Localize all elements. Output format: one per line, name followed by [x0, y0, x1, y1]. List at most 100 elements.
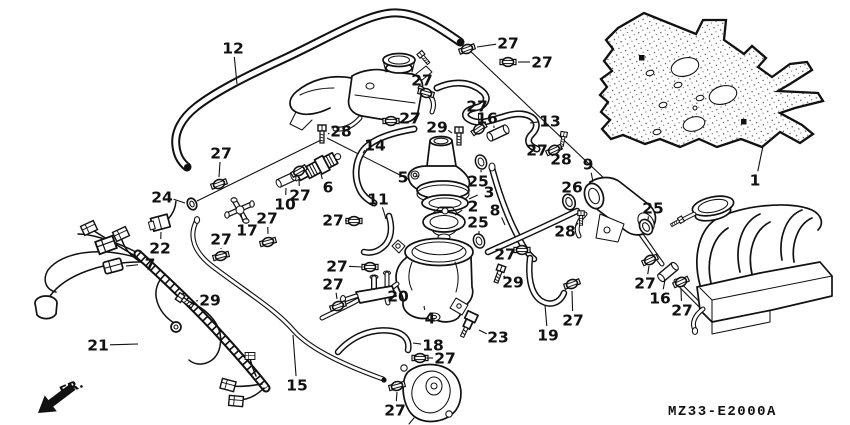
- hose-12-end: [184, 164, 190, 170]
- harness-connector: [79, 219, 99, 237]
- hose-clamp-27: [411, 352, 429, 364]
- callout-5: 5: [398, 169, 409, 187]
- callout-16: 16: [476, 110, 498, 128]
- callout-24: 24: [151, 189, 173, 207]
- callout-1: 1: [750, 172, 761, 190]
- callout-27: 27: [289, 187, 311, 205]
- callout-18: 18: [422, 337, 444, 355]
- hose-clamp-27: [361, 261, 379, 273]
- harness-connector: [244, 352, 256, 360]
- leader-line: [468, 194, 478, 200]
- callout-11: 11: [367, 191, 389, 209]
- leader-line: [292, 334, 297, 377]
- hose-15: [190, 216, 387, 383]
- callout-6: 6: [323, 179, 334, 197]
- thermostat-2: [422, 206, 466, 241]
- leader-line: [240, 213, 244, 222]
- callout-29: 29: [199, 292, 221, 310]
- callout-12: 12: [222, 40, 244, 58]
- callout-23: 23: [487, 329, 509, 347]
- fr-label: FR.: [58, 376, 86, 399]
- harness-connector: [219, 377, 237, 393]
- hose-13: [435, 81, 539, 151]
- callout-9: 9: [583, 156, 594, 174]
- hose-18: [336, 328, 411, 354]
- callout-26: 26: [561, 179, 583, 197]
- hose-clamp-27: [345, 215, 363, 227]
- reserve-tank-assembly: [289, 52, 436, 132]
- leader-line: [568, 194, 571, 197]
- callout-27: 27: [634, 275, 656, 293]
- callout-27: 27: [494, 246, 516, 264]
- callout-14: 14: [364, 137, 386, 155]
- callout-22: 22: [149, 240, 171, 258]
- callout-25: 25: [467, 173, 489, 191]
- leader-line: [362, 149, 366, 154]
- t-joint-20: [339, 270, 397, 304]
- callout-27: 27: [322, 276, 344, 294]
- bolt-29: [454, 126, 464, 146]
- joint-16-link: [638, 231, 664, 266]
- callout-27: 27: [399, 110, 421, 128]
- callout-25: 25: [642, 200, 664, 218]
- callout-3: 3: [484, 184, 495, 202]
- leader-line: [412, 342, 422, 345]
- callout-27: 27: [384, 402, 406, 420]
- callout-7: 7: [145, 256, 156, 274]
- callout-27: 27: [411, 72, 433, 90]
- callout-27: 27: [256, 210, 278, 228]
- hose-19: [527, 256, 566, 306]
- leader-line: [395, 391, 398, 402]
- leader-line: [218, 161, 221, 178]
- diagram-part-code: MZ33-E2000A: [668, 404, 777, 420]
- leader-line: [109, 343, 139, 346]
- heat-guard-plate-1: [598, 11, 825, 149]
- callout-17: 17: [236, 222, 258, 240]
- callout-27: 27: [210, 231, 232, 249]
- callout-21: 21: [87, 337, 109, 355]
- leader-line: [327, 132, 330, 135]
- callout-27: 27: [562, 312, 584, 330]
- hose-clamp-27: [382, 115, 400, 127]
- leader-line: [335, 292, 338, 300]
- leader-line: [173, 198, 186, 204]
- o-ring-25: [472, 152, 490, 172]
- sensor-22: [147, 200, 177, 232]
- hose-clamp-27: [640, 251, 660, 269]
- leader-line: [574, 222, 579, 227]
- four-way-joint-17: [224, 197, 255, 224]
- hose-12-end: [456, 38, 464, 46]
- callout-27: 27: [210, 145, 232, 163]
- leader-line: [571, 290, 574, 312]
- joint-housing-9: [574, 176, 657, 243]
- leader-line: [501, 217, 506, 226]
- callout-8: 8: [490, 202, 501, 220]
- leader-line: [348, 265, 363, 268]
- harness-connector: [227, 394, 245, 408]
- callout-16: 16: [649, 290, 671, 308]
- callout-29: 29: [502, 274, 524, 292]
- hose-11: [360, 212, 395, 256]
- leader-line: [125, 264, 139, 267]
- callout-29: 29: [426, 119, 448, 137]
- leader-line: [423, 305, 426, 311]
- callout-13: 13: [539, 113, 561, 131]
- callout-27: 27: [531, 54, 553, 72]
- leader-line: [757, 145, 764, 172]
- leader-line: [503, 275, 506, 278]
- hose-clamp-27: [562, 276, 582, 292]
- fr-direction-indicator: FR.: [38, 376, 86, 413]
- clip-7: [102, 257, 124, 275]
- callout-27: 27: [497, 35, 519, 53]
- hose-11: [362, 214, 393, 255]
- gasket-3: [421, 194, 469, 212]
- callout-27: 27: [466, 98, 488, 116]
- washer-24: [186, 197, 198, 211]
- leader-line: [478, 329, 487, 335]
- hose-clamp-27: [499, 56, 517, 68]
- o-ring-25: [470, 231, 488, 251]
- hose-clamp-27: [671, 273, 691, 291]
